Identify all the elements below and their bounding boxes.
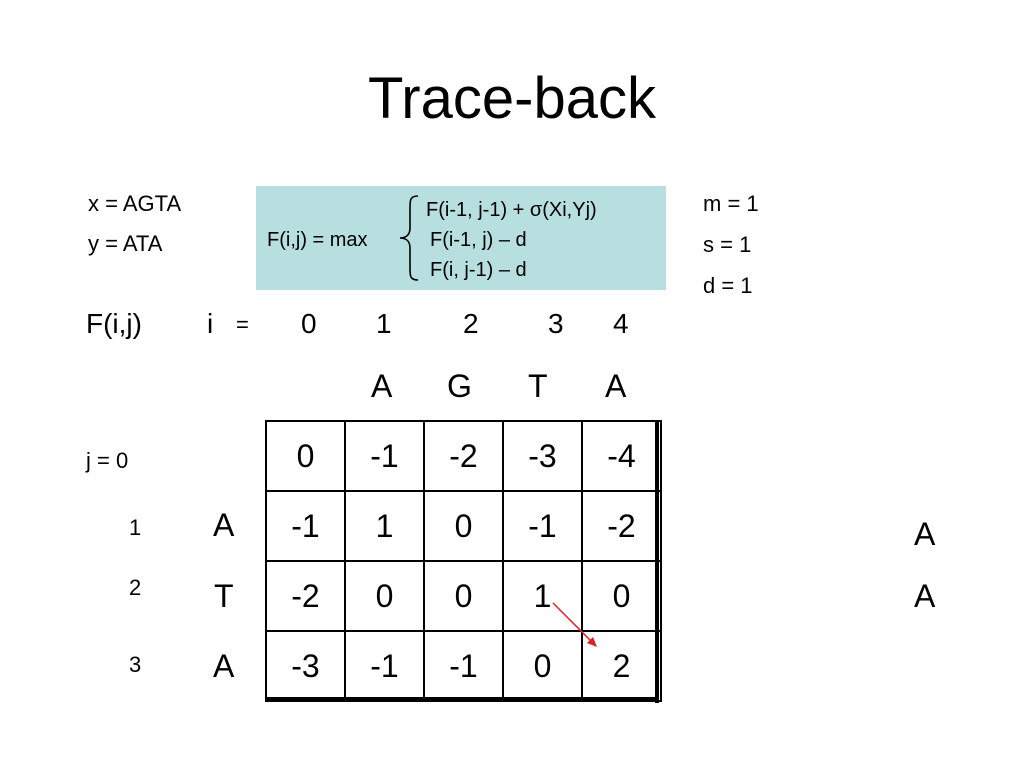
matrix-cell: -1 (423, 630, 504, 702)
j-label: j = 0 (86, 448, 129, 473)
matrix-cell: -2 (581, 490, 662, 562)
matrix-cell: -4 (581, 420, 662, 492)
matrix-cell: 0 (502, 630, 583, 702)
matrix-cell: 0 (581, 560, 662, 632)
col-letter-4: A (605, 368, 627, 404)
i-index-4: 4 (613, 308, 629, 339)
recurrence-formula-box (256, 186, 666, 290)
matrix-cell: 1 (344, 490, 425, 562)
sequence-y: y = ATA (88, 231, 163, 256)
matrix-cell: -3 (502, 420, 583, 492)
matrix-cell: -1 (344, 630, 425, 702)
alignment-line-2: A (914, 578, 936, 614)
slide-title: Trace-back (368, 66, 656, 131)
i-index-0: 0 (301, 308, 317, 339)
matrix-cell: -3 (265, 630, 346, 702)
row-index-2: 2 (129, 575, 142, 600)
matrix-cell: 0 (265, 420, 346, 492)
row-letter-3: A (213, 648, 235, 684)
matrix-cell: 0 (423, 490, 504, 562)
matrix-label: F(i,j) (86, 308, 142, 339)
row-letter-1: A (213, 507, 235, 543)
param-s: s = 1 (703, 232, 752, 257)
i-equals: = (236, 312, 249, 337)
formula-case-up: F(i-1, j) – d (430, 229, 527, 251)
i-label: i (207, 308, 214, 339)
param-m: m = 1 (703, 191, 759, 216)
matrix-cell: 0 (423, 560, 504, 632)
matrix-cell: -2 (423, 420, 504, 492)
i-index-2: 2 (463, 308, 479, 339)
i-index-3: 3 (548, 308, 564, 339)
matrix-cell: -1 (265, 490, 346, 562)
matrix-cell: 0 (344, 560, 425, 632)
alignment-line-1: A (914, 516, 936, 552)
col-letter-3: T (528, 368, 548, 404)
matrix-cell: -1 (344, 420, 425, 492)
col-letter-1: A (371, 368, 393, 404)
formula-case-left: F(i, j-1) – d (430, 259, 527, 281)
score-matrix: 0 -1 -2 -3 -4 -1 1 0 -1 -2 -2 0 0 1 0 -3… (265, 420, 662, 702)
curly-brace-icon (399, 195, 419, 281)
row-index-3: 3 (129, 652, 142, 677)
matrix-row: -3 -1 -1 0 2 (265, 630, 662, 702)
col-letter-2: G (447, 368, 472, 404)
param-d: d = 1 (703, 273, 753, 298)
matrix-row: -2 0 0 1 0 (265, 560, 662, 632)
matrix-cell: -1 (502, 490, 583, 562)
matrix-cell: -2 (265, 560, 346, 632)
row-letter-2: T (214, 578, 234, 614)
matrix-row: -1 1 0 -1 -2 (265, 490, 662, 562)
row-index-1: 1 (129, 515, 142, 540)
i-index-1: 1 (376, 308, 392, 339)
sequence-x: x = AGTA (88, 191, 182, 216)
formula-case-match: F(i-1, j-1) + σ(Xi,Yj) (426, 199, 597, 221)
matrix-row: 0 -1 -2 -3 -4 (265, 420, 662, 492)
traceback-arrow-icon (552, 602, 597, 647)
formula-lhs: F(i,j) = max (267, 229, 368, 251)
